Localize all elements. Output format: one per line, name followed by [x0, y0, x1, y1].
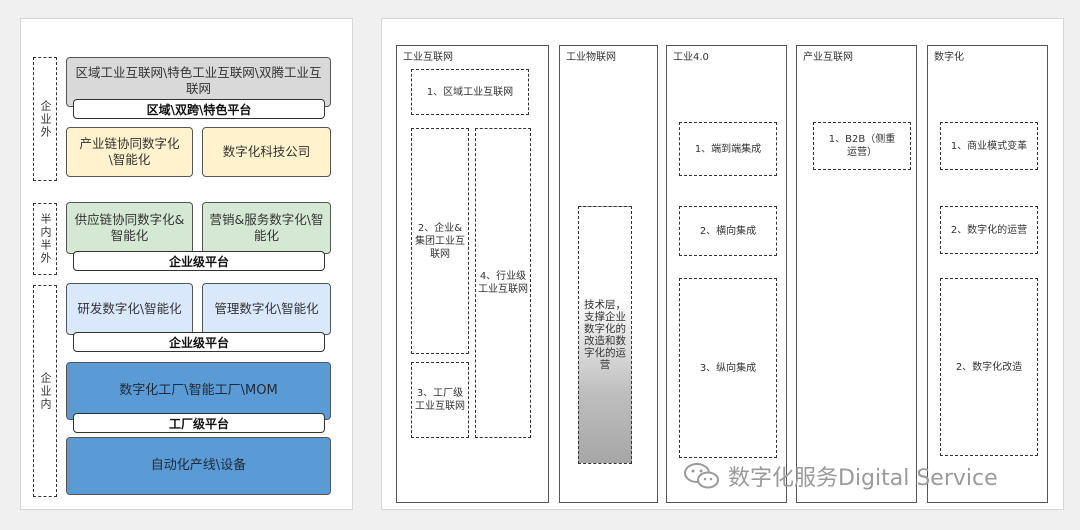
item-business-model: 1、商业模式变革	[940, 122, 1038, 170]
regional-platform-bar: 区域\双跨\特色平台	[73, 99, 325, 119]
column-digitalization: 数字化 1、商业模式变革 2、数字化的运营 2、数字化改造	[927, 45, 1048, 503]
tech-company-block: 数字化科技公司	[202, 127, 331, 177]
chain-digital-block: 产业链协同数字化\智能化	[66, 127, 193, 177]
column-iiot: 工业物联网 技术层，支撑企业数字化的改造和数字化的运营	[559, 45, 658, 503]
wechat-icon	[684, 463, 719, 489]
regional-internet-block: 区域工业互联网\特色工业互联网\双腾工业互联网	[66, 57, 331, 107]
item-digital-operation: 2、数字化的运营	[940, 206, 1038, 254]
column-industrial-internet: 工业互联网 1、区域工业互联网 2、企业&集团工业互联网 4、行业级工业互联网 …	[396, 45, 549, 503]
enterprise-platform-bar: 企业级平台	[73, 251, 325, 271]
marketing-service-block: 营销&服务数字化\智能化	[202, 202, 331, 254]
side-label-external: 企业外	[33, 57, 57, 181]
item-industry-internet: 4、行业级工业互联网	[475, 128, 531, 438]
side-label-semi: 半内半外	[33, 203, 57, 275]
column-title: 工业物联网	[566, 52, 616, 63]
factory-platform-bar: 工厂级平台	[73, 413, 325, 433]
item-vertical: 3、纵向集成	[679, 278, 777, 458]
management-digital-block: 管理数字化\智能化	[202, 283, 331, 335]
rnd-digital-block: 研发数字化\智能化	[66, 283, 193, 335]
column-industrial-internet-b2b: 产业互联网 1、B2B（侧重运营）	[796, 45, 917, 503]
item-horizontal: 2、横向集成	[679, 206, 777, 256]
item-factory-internet: 3、工厂级工业互联网	[411, 362, 469, 438]
item-digital-transformation: 2、数字化改造	[940, 278, 1038, 456]
column-title: 工业互联网	[403, 52, 453, 63]
column-title: 数字化	[934, 52, 964, 63]
digital-factory-block: 数字化工厂\智能工厂\MOM	[66, 362, 331, 420]
layer-diagram-panel: 企业外 半内半外 企业内 区域工业互联网\特色工业互联网\双腾工业互联网 区域\…	[20, 18, 353, 510]
column-title: 工业4.0	[673, 52, 709, 63]
column-title: 产业互联网	[803, 52, 853, 63]
watermark: 数字化服务Digital Service	[682, 460, 998, 492]
watermark-text: 数字化服务Digital Service	[728, 466, 998, 491]
item-enterprise-internet: 2、企业&集团工业互联网	[411, 128, 469, 354]
item-regional-internet: 1、区域工业互联网	[411, 69, 529, 115]
enterprise-platform-bar-2: 企业级平台	[73, 332, 325, 352]
item-tech-layer: 技术层，支撑企业数字化的改造和数字化的运营	[578, 206, 632, 464]
side-label-internal: 企业内	[33, 285, 57, 497]
column-industry-4: 工业4.0 1、端到端集成 2、横向集成 3、纵向集成	[666, 45, 787, 503]
item-end-to-end: 1、端到端集成	[679, 122, 777, 176]
automation-line-block: 自动化产线\设备	[66, 437, 331, 495]
concept-comparison-panel: 工业互联网 1、区域工业互联网 2、企业&集团工业互联网 4、行业级工业互联网 …	[381, 18, 1064, 510]
item-b2b: 1、B2B（侧重运营）	[813, 122, 911, 170]
supply-chain-block: 供应链协同数字化&智能化	[66, 202, 193, 254]
